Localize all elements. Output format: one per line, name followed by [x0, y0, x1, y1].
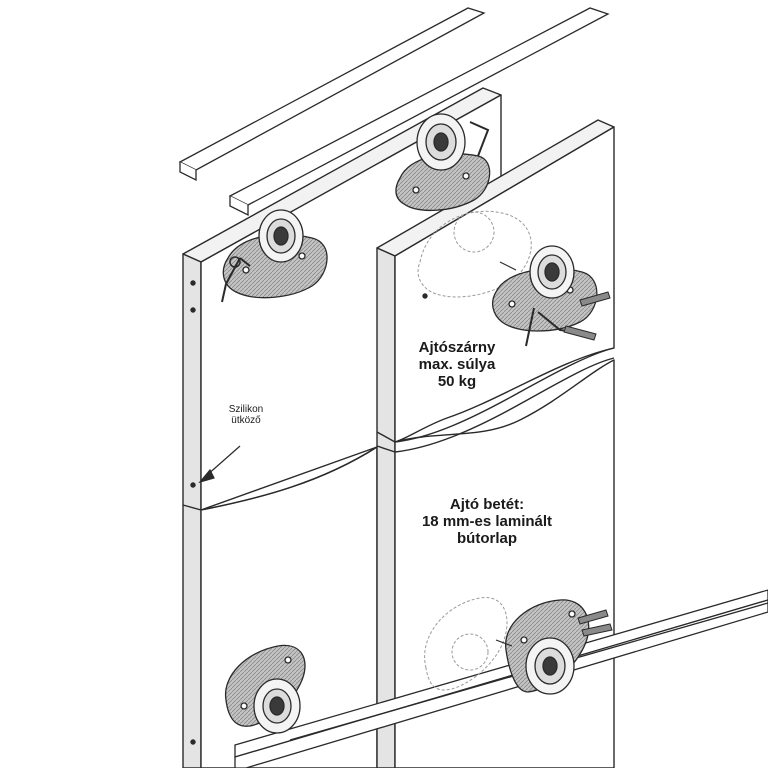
- left-panel-hole: [190, 280, 196, 286]
- fixing-screw-hole: [242, 266, 250, 274]
- top-rail-back: [178, 7, 486, 171]
- fixing-screw-hole: [462, 172, 470, 180]
- right-panel-wave-cut-a: [376, 347, 615, 443]
- silicone-stop-label-line: Szilikon: [228, 404, 264, 415]
- top-rail-front-lip: [229, 196, 249, 217]
- fixing-screw-hole: [284, 656, 292, 664]
- roller-ghost-outline: [424, 597, 508, 691]
- left-panel-hole: [190, 307, 196, 313]
- top-rails: [178, 7, 610, 217]
- fixing-screw: [563, 325, 597, 341]
- roller-wheel-core: [542, 656, 558, 676]
- roller-wheel-core: [433, 132, 449, 152]
- right-panel-hole: [422, 293, 428, 299]
- silicone-stop-label: Szilikon ütköző: [212, 404, 280, 426]
- top-hanger-roller-left: [221, 209, 328, 303]
- top-rail-back-lip: [179, 162, 197, 182]
- top-hanger-roller-right: [417, 210, 611, 347]
- door-insert-label-line: bútorlap: [457, 529, 517, 547]
- fixing-screw: [577, 609, 609, 625]
- right-panel-wave-cut-b: [376, 357, 615, 453]
- left-panel-hole: [190, 739, 196, 745]
- bottom-track: [234, 589, 768, 768]
- left-panel-side-edge: [182, 253, 202, 768]
- door-weight-label-line: 50 kg: [437, 372, 477, 390]
- door-weight-label: Ajtószárny max. súlya 50 kg: [393, 339, 521, 390]
- roller-wheel-core: [269, 696, 285, 716]
- insertion-arrow: [499, 261, 517, 271]
- left-panel-wave-cut: [182, 446, 378, 511]
- roller-ghost-wheel: [451, 633, 489, 671]
- bottom-track-rail-2: [234, 599, 768, 768]
- fixing-screw-hole: [240, 702, 248, 710]
- roller-wheel-core: [273, 226, 289, 246]
- door-weight-label-line: max. súlya: [418, 355, 496, 373]
- fixing-screw-hole: [298, 252, 306, 260]
- door-insert-label-line: 18 mm-es laminált: [421, 512, 553, 530]
- door-insert-label-line: Ajtó betét:: [449, 496, 525, 513]
- bottom-guide-roller-right: [424, 597, 613, 695]
- top-hanger-roller-rear: [395, 113, 491, 212]
- fixing-screw-hole: [520, 636, 528, 644]
- fixing-screw: [579, 291, 611, 307]
- adjuster-key-loop: [229, 256, 241, 268]
- roller-wheel-core: [544, 262, 560, 282]
- bottom-track-rail-1: [234, 589, 768, 758]
- roller-ghost-wheel: [453, 211, 495, 253]
- bottom-guide-roller-left: [224, 644, 306, 734]
- adjuster-key: [469, 121, 490, 157]
- door-insert-label: Ajtó betét: 18 mm-es laminált bútorlap: [412, 496, 562, 547]
- silicone-stop-label-line: ütköző: [231, 415, 261, 427]
- fixing-screw: [581, 623, 613, 637]
- fixing-screw-hole: [508, 300, 516, 308]
- right-panel-side-edge: [376, 247, 396, 768]
- door-weight-label-line: Ajtószárny: [418, 339, 496, 356]
- silicone-stop-pointer: [198, 445, 241, 484]
- left-panel-hole: [190, 482, 196, 488]
- insertion-arrow: [495, 639, 513, 647]
- fixing-screw-hole: [412, 186, 420, 194]
- pointer-line: [205, 445, 241, 477]
- pointer-arrowhead: [198, 468, 215, 484]
- fixing-screw-hole: [568, 610, 576, 618]
